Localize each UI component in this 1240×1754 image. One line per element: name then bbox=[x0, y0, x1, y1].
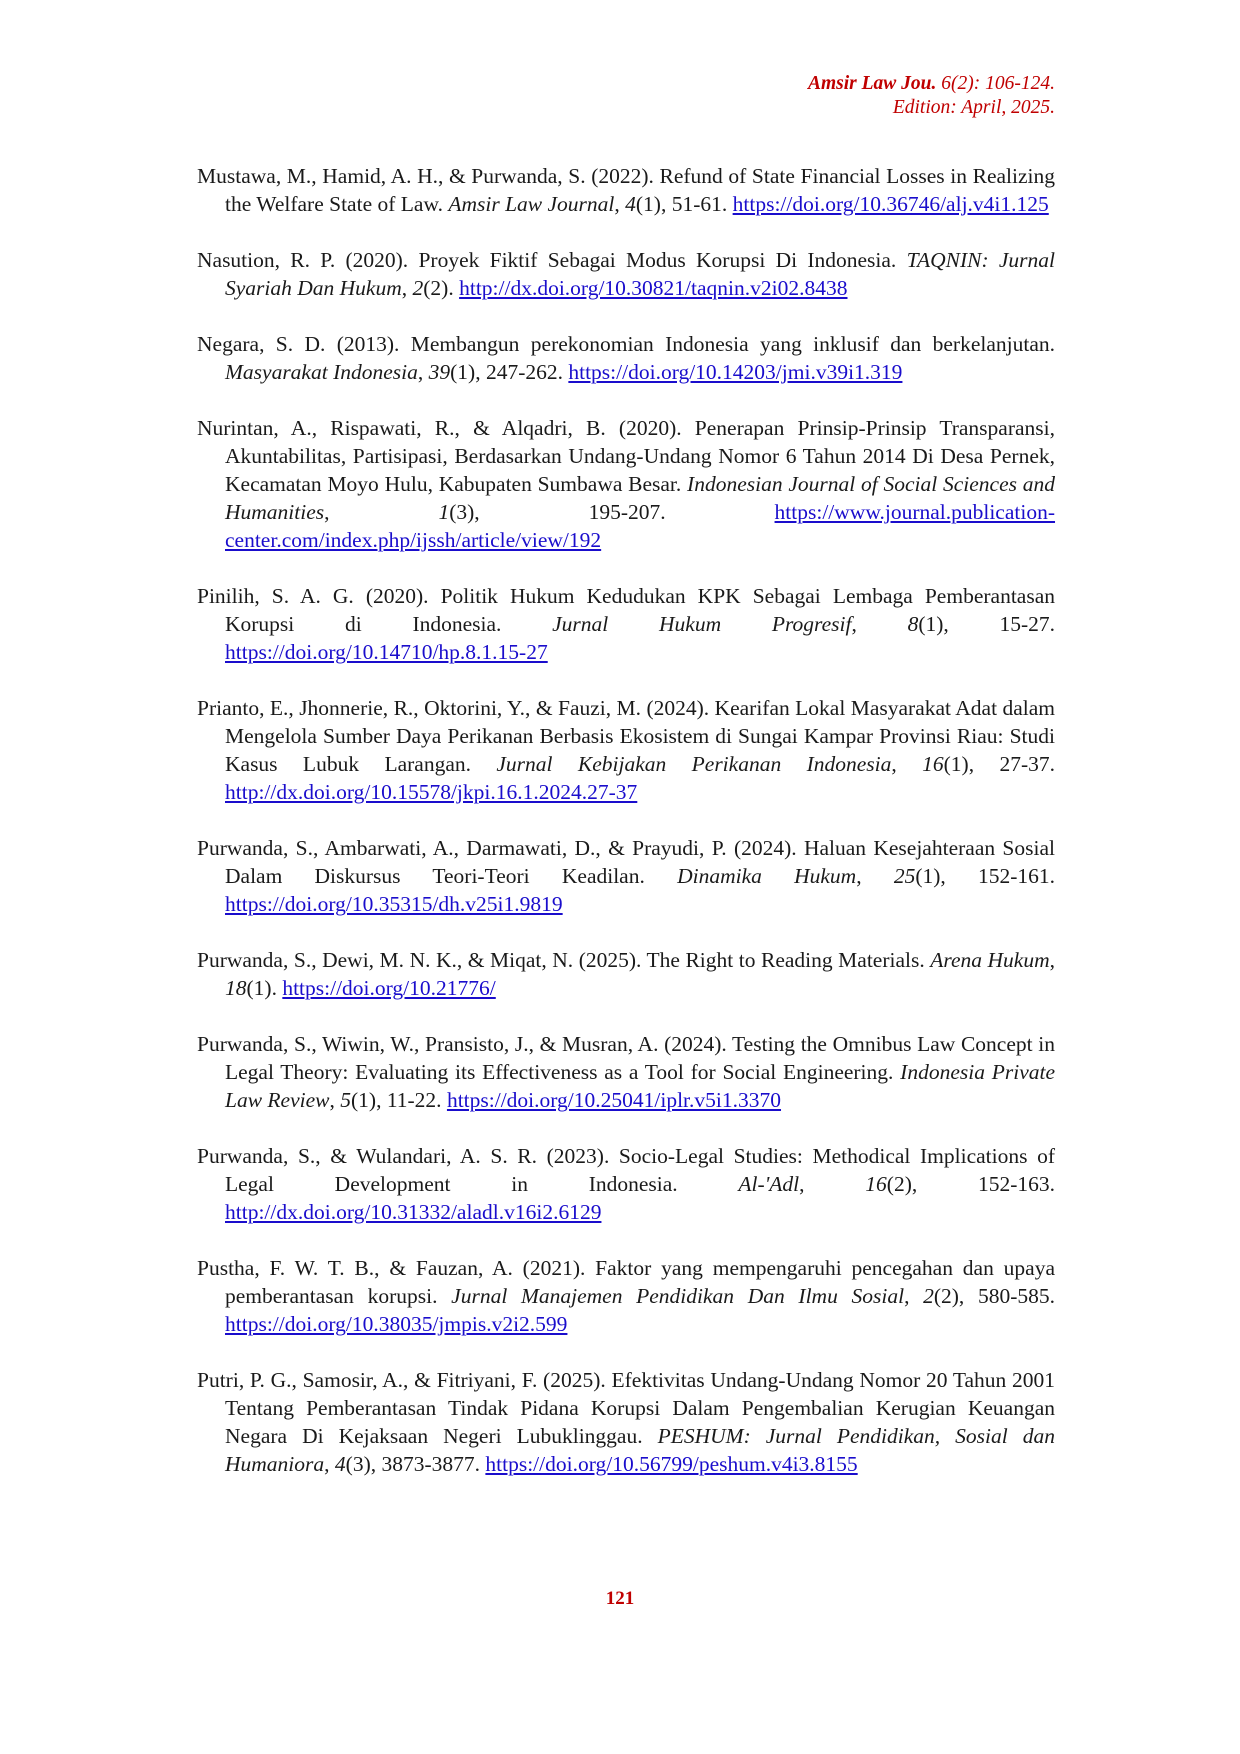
reference-entry: Nurintan, A., Rispawati, R., & Alqadri, … bbox=[197, 416, 1056, 552]
reference-text: Putri, P. G., Samosir, A., & Fitriyani, … bbox=[197, 1368, 1055, 1448]
running-header: Amsir Law Jou. 6(2): 106-124. Edition: A… bbox=[808, 72, 1055, 120]
doi-link[interactable]: https://doi.org/10.14710/hp.8.1.15-27 bbox=[225, 640, 548, 664]
doi-link[interactable]: http://dx.doi.org/10.15578/jkpi.16.1.202… bbox=[225, 780, 638, 804]
reference-text: Purwanda, S., Wiwin, W., Pransisto, J., … bbox=[197, 1032, 1055, 1084]
reference-volume: 2 bbox=[412, 276, 424, 300]
reference-journal: Al-'Adl bbox=[738, 1172, 800, 1196]
reference-entry: Purwanda, S., Wiwin, W., Pransisto, J., … bbox=[197, 1032, 1055, 1112]
volume-pages: 6(2): 106-124. bbox=[936, 73, 1055, 94]
doi-link[interactable]: https://doi.org/10.36746/alj.v4i1.125 bbox=[732, 192, 1049, 216]
reference-volume: 25 bbox=[893, 864, 916, 888]
reference-text: Nasution, R. P. (2020). Proyek Fiktif Se… bbox=[197, 248, 907, 272]
reference-entry: Purwanda, S., Ambarwati, A., Darmawati, … bbox=[197, 836, 1056, 916]
doi-link[interactable]: https://doi.org/10.25041/iplr.v5i1.3370 bbox=[446, 1088, 782, 1112]
reference-entry: Pinilih, S. A. G. (2020). Politik Hukum … bbox=[197, 584, 1056, 664]
doi-link[interactable]: https://doi.org/10.56799/peshum.v4i3.815… bbox=[485, 1452, 858, 1476]
reference-entry: Purwanda, S., & Wulandari, A. S. R. (202… bbox=[197, 1144, 1056, 1224]
reference-volume: 4 bbox=[625, 192, 636, 216]
doi-link[interactable]: https://doi.org/10.38035/jmpis.v2i2.599 bbox=[225, 1312, 568, 1336]
doi-link[interactable]: https://www.journal.publication-center.c… bbox=[225, 500, 1056, 552]
page-number: 121 bbox=[605, 1588, 635, 1609]
reference-text: Nurintan, A., Rispawati, R., & Alqadri, … bbox=[197, 416, 1055, 496]
reference-text: Pinilih, S. A. G. (2020). Politik Hukum … bbox=[197, 584, 1055, 636]
reference-journal: PESHUM: Jurnal Pendidikan, Sosial dan Hu… bbox=[225, 1424, 1055, 1476]
journal-citation-line: Amsir Law Jou. 6(2): 106-124. bbox=[808, 72, 1055, 96]
reference-volume: 4 bbox=[334, 1452, 346, 1476]
reference-entry: Putri, P. G., Samosir, A., & Fitriyani, … bbox=[197, 1368, 1055, 1476]
reference-volume: 16 bbox=[865, 1172, 887, 1196]
reference-volume: 5 bbox=[340, 1088, 351, 1112]
reference-volume: 1 bbox=[438, 500, 450, 524]
reference-text: Negara, S. D. (2013). Membangun perekono… bbox=[197, 332, 1055, 356]
reference-journal: Indonesia Private Law Review bbox=[225, 1060, 1055, 1112]
reference-journal: Dinamika Hukum bbox=[677, 864, 857, 888]
reference-journal: Masyarakat Indonesia bbox=[225, 360, 418, 384]
reference-journal: Amsir Law Journal bbox=[448, 192, 615, 216]
reference-list: Mustawa, M., Hamid, A. H., & Purwanda, S… bbox=[197, 162, 1055, 1506]
reference-journal: Jurnal Hukum Progresif bbox=[552, 612, 852, 636]
reference-volume: 18 bbox=[225, 976, 247, 1000]
reference-volume: 2 bbox=[923, 1284, 934, 1308]
reference-text: Mustawa, M., Hamid, A. H., & Purwanda, S… bbox=[197, 164, 1055, 216]
reference-journal: Jurnal Kebijakan Perikanan Indonesia bbox=[496, 752, 892, 776]
reference-journal: Arena Hukum bbox=[930, 948, 1050, 972]
reference-journal: Indonesian Journal of Social Sciences an… bbox=[225, 472, 1055, 524]
edition-line: Edition: April, 2025. bbox=[892, 97, 1055, 118]
doi-link[interactable]: http://dx.doi.org/10.31332/aladl.v16i2.6… bbox=[225, 1200, 602, 1224]
reference-volume: 8 bbox=[907, 612, 919, 636]
reference-text: Purwanda, S., Ambarwati, A., Darmawati, … bbox=[197, 836, 1055, 888]
doi-link[interactable]: http://dx.doi.org/10.30821/taqnin.v2i02.… bbox=[459, 276, 848, 300]
reference-text: Pustha, F. W. T. B., & Fauzan, A. (2021)… bbox=[197, 1256, 1055, 1308]
reference-text: Purwanda, S., & Wulandari, A. S. R. (202… bbox=[197, 1144, 1055, 1196]
reference-entry: Pustha, F. W. T. B., & Fauzan, A. (2021)… bbox=[197, 1256, 1056, 1336]
reference-volume: 16 bbox=[922, 752, 944, 776]
doi-link[interactable]: https://doi.org/10.35315/dh.v25i1.9819 bbox=[225, 892, 563, 916]
reference-text: Purwanda, S., Dewi, M. N. K., & Miqat, N… bbox=[197, 948, 931, 972]
doi-link[interactable]: https://doi.org/10.21776/ bbox=[282, 976, 496, 1000]
reference-journal: TAQNIN: Jurnal Syariah Dan Hukum bbox=[225, 248, 1056, 300]
reference-entry: Prianto, E., Jhonnerie, R., Oktorini, Y.… bbox=[197, 696, 1056, 804]
reference-journal: Jurnal Manajemen Pendidikan Dan Ilmu Sos… bbox=[451, 1284, 905, 1308]
reference-entry: Mustawa, M., Hamid, A. H., & Purwanda, S… bbox=[197, 164, 1055, 216]
reference-text: Prianto, E., Jhonnerie, R., Oktorini, Y.… bbox=[197, 696, 1055, 776]
reference-entry: Negara, S. D. (2013). Membangun perekono… bbox=[197, 332, 1055, 384]
reference-volume: 39 bbox=[428, 360, 451, 384]
journal-abbrev: Amsir Law Jou. bbox=[807, 73, 937, 94]
reference-entry: Nasution, R. P. (2020). Proyek Fiktif Se… bbox=[197, 248, 1056, 300]
doi-link[interactable]: https://doi.org/10.14203/jmi.v39i1.319 bbox=[568, 360, 903, 384]
reference-entry: Purwanda, S., Dewi, M. N. K., & Miqat, N… bbox=[197, 948, 1055, 1000]
